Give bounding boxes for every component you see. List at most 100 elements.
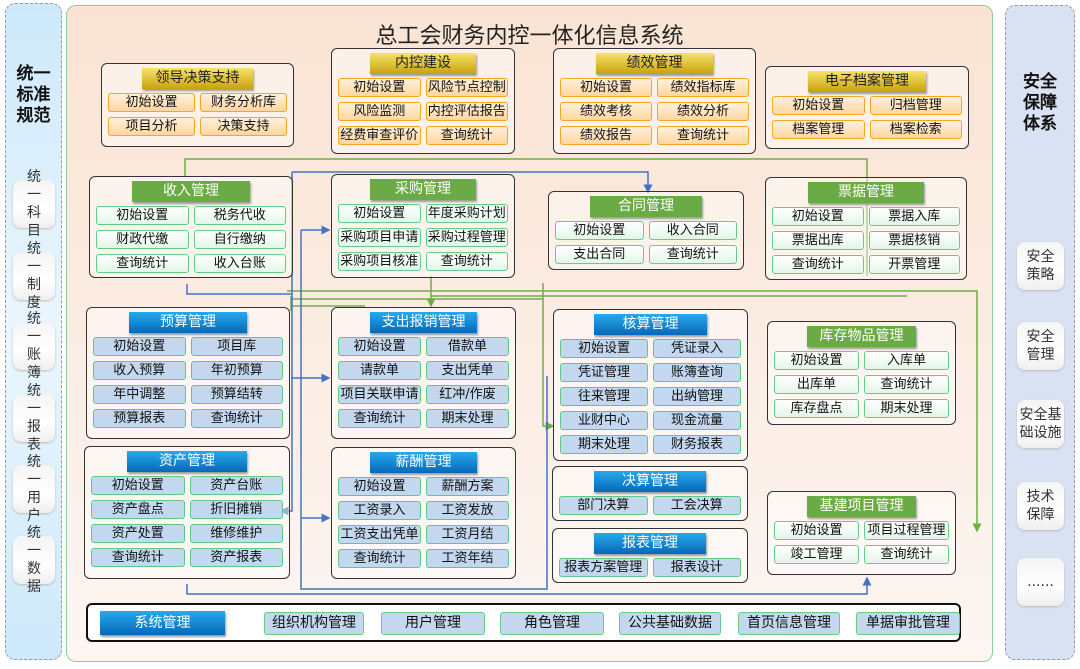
module-item[interactable]: 竣工管理 (774, 545, 859, 564)
module-item[interactable]: 查询统计 (864, 545, 949, 564)
module-item[interactable]: 工资年结 (426, 549, 509, 568)
module-header[interactable]: 领导决策支持 (142, 68, 253, 89)
module-item[interactable]: 年初预算 (190, 361, 283, 380)
module-item[interactable]: 资产处置 (91, 524, 185, 543)
module-item[interactable]: 决策支持 (200, 117, 287, 136)
left-panel-item[interactable]: 统一制度 (13, 241, 55, 311)
module-item[interactable]: 账簿查询 (653, 363, 741, 382)
system-management-header[interactable]: 系统管理 (100, 611, 225, 635)
module-item[interactable]: 财务报表 (653, 435, 741, 454)
module-item[interactable]: 预算报表 (93, 409, 186, 428)
module-header[interactable]: 薪酬管理 (370, 452, 477, 473)
module-item[interactable]: 出库单 (774, 375, 859, 394)
module-item[interactable]: 初始设置 (108, 93, 195, 112)
module-item[interactable]: 工资支出凭单 (338, 525, 421, 544)
module-item[interactable]: 税务代收 (193, 206, 286, 225)
module-item[interactable]: 风险监测 (338, 102, 421, 121)
module-item[interactable]: 查询统计 (338, 409, 421, 428)
system-item[interactable]: 公共基础数据 (619, 612, 721, 635)
module-item[interactable]: 自行缴纳 (193, 230, 286, 249)
module-item[interactable]: 开票管理 (868, 255, 960, 274)
module-item[interactable]: 风险节点控制 (425, 78, 508, 97)
system-item[interactable]: 用户管理 (381, 612, 485, 635)
module-item[interactable]: 项目关联申请 (338, 385, 421, 404)
left-panel-item[interactable]: 统一账簿 (13, 311, 55, 381)
module-item[interactable]: 绩效报告 (560, 126, 652, 145)
system-item[interactable]: 组织机构管理 (264, 612, 364, 635)
module-header[interactable]: 决算管理 (593, 471, 707, 492)
module-item[interactable]: 票据入库 (868, 207, 960, 226)
module-item[interactable]: 初始设置 (93, 337, 186, 356)
module-item[interactable]: 查询统计 (648, 245, 737, 264)
module-header[interactable]: 报表管理 (593, 533, 707, 554)
module-item[interactable]: 查询统计 (772, 255, 864, 274)
module-item[interactable]: 财政代缴 (96, 230, 189, 249)
module-item[interactable]: 绩效分析 (657, 102, 749, 121)
module-item[interactable]: 采购项目申请 (338, 228, 421, 247)
module-item[interactable]: 薪酬方案 (426, 477, 509, 496)
module-item[interactable]: 项目过程管理 (864, 521, 949, 540)
module-item[interactable]: 维修维护 (189, 524, 283, 543)
module-item[interactable]: 查询统计 (425, 252, 508, 271)
module-item[interactable]: 初始设置 (338, 337, 421, 356)
module-item[interactable]: 凭证管理 (560, 363, 648, 382)
module-item[interactable]: 采购项目核准 (338, 252, 421, 271)
module-item[interactable]: 凭证录入 (653, 339, 741, 358)
module-item[interactable]: 往来管理 (560, 387, 648, 406)
module-header[interactable]: 核算管理 (594, 314, 707, 335)
module-item[interactable]: 初始设置 (91, 476, 185, 495)
module-item[interactable]: 出纳管理 (653, 387, 741, 406)
module-item[interactable]: 期末处理 (426, 409, 509, 428)
module-item[interactable]: 初始设置 (774, 351, 859, 370)
module-item[interactable]: 工资录入 (338, 501, 421, 520)
module-header[interactable]: 采购管理 (370, 179, 476, 200)
module-item[interactable]: 经费审查评价 (338, 126, 421, 145)
system-item[interactable]: 单据审批管理 (856, 612, 960, 635)
module-item[interactable]: 借款单 (426, 337, 509, 356)
module-item[interactable]: 项目库 (190, 337, 283, 356)
module-item[interactable]: 收入预算 (93, 361, 186, 380)
module-item[interactable]: 初始设置 (774, 521, 859, 540)
module-item[interactable]: 初始设置 (772, 96, 865, 115)
module-item[interactable]: 初始设置 (555, 221, 644, 240)
right-panel-item[interactable]: 安全管理 (1017, 322, 1064, 370)
module-item[interactable]: 请款单 (338, 361, 421, 380)
module-header[interactable]: 库存物品管理 (807, 326, 916, 347)
module-item[interactable]: 归档管理 (869, 96, 962, 115)
module-item[interactable]: 收入合同 (648, 221, 737, 240)
module-item[interactable]: 折旧摊销 (189, 500, 283, 519)
module-item[interactable]: 部门决算 (559, 496, 648, 515)
module-header[interactable]: 内控建设 (370, 53, 476, 74)
module-header[interactable]: 合同管理 (589, 196, 703, 217)
module-item[interactable]: 工会决算 (652, 496, 741, 515)
module-header[interactable]: 资产管理 (127, 451, 247, 472)
module-item[interactable]: 期末处理 (560, 435, 648, 454)
module-item[interactable]: 初始设置 (560, 78, 652, 97)
module-item[interactable]: 查询统计 (657, 126, 749, 145)
module-item[interactable]: 预算结转 (190, 385, 283, 404)
left-panel-item[interactable]: 统一用户 (13, 454, 55, 524)
module-item[interactable]: 初始设置 (338, 204, 421, 223)
module-item[interactable]: 查询统计 (338, 549, 421, 568)
module-item[interactable]: 支出凭单 (426, 361, 509, 380)
module-item[interactable]: 初始设置 (560, 339, 648, 358)
module-item[interactable]: 入库单 (864, 351, 949, 370)
left-panel-item[interactable]: 统一报表 (13, 383, 55, 453)
module-item[interactable]: 初始设置 (338, 78, 421, 97)
module-item[interactable]: 资产台账 (189, 476, 283, 495)
module-item[interactable]: 档案检索 (869, 120, 962, 139)
module-item[interactable]: 内控评估报告 (425, 102, 508, 121)
module-item[interactable]: 现金流量 (653, 411, 741, 430)
module-item[interactable]: 工资发放 (426, 501, 509, 520)
module-item[interactable]: 查询统计 (96, 254, 189, 273)
module-item[interactable]: 工资月结 (426, 525, 509, 544)
module-item[interactable]: 查询统计 (425, 126, 508, 145)
module-item[interactable]: 票据出库 (772, 231, 864, 250)
module-item[interactable]: 采购过程管理 (425, 228, 508, 247)
module-item[interactable]: 资产盘点 (91, 500, 185, 519)
module-header[interactable]: 绩效管理 (595, 53, 714, 74)
module-item[interactable]: 库存盘点 (774, 399, 859, 418)
right-panel-item[interactable]: 安全基础设施 (1017, 400, 1064, 448)
module-item[interactable]: 票据核销 (868, 231, 960, 250)
module-item[interactable]: 绩效考核 (560, 102, 652, 121)
